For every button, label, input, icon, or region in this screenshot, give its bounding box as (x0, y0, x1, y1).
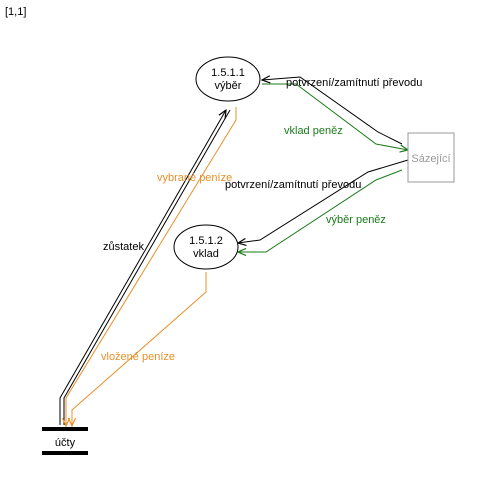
label-vklad-penez: vklad peněz (284, 125, 343, 137)
label-vlozene-penize: vložené peníze (101, 351, 175, 363)
flow-vklad-penez (262, 83, 408, 150)
flow-confirm-to-vklad (238, 159, 409, 243)
label-confirm-to-vyber: potvrzení/zamítnutí převodu (286, 77, 422, 89)
process-vyber-id: 1.5.1.1 (211, 67, 245, 79)
external-entity-box[interactable] (407, 132, 455, 183)
datastore-bottom-bar (42, 451, 88, 455)
datastore-label: účty (55, 437, 76, 449)
flow-vyber-penez (238, 169, 403, 252)
process-vyber-name: výběr (215, 80, 242, 92)
corner-label: [1,1] (5, 6, 26, 18)
process-vklad-id: 1.5.1.2 (189, 235, 223, 247)
process-vklad-name: vklad (193, 248, 219, 260)
flow-zustatek-second (63, 109, 231, 425)
flow-confirm-to-vyber (262, 77, 403, 145)
process-vyber-circle[interactable] (195, 56, 261, 102)
flow-vybrane-penize (66, 107, 237, 426)
label-zustatek: zůstatek (103, 241, 144, 253)
datastore-top-bar (42, 427, 88, 431)
process-vklad-circle[interactable] (173, 224, 239, 270)
external-entity-label: Sázející (411, 153, 450, 165)
flow-vlozene-penize (72, 272, 207, 426)
flow-zustatek (59, 110, 226, 425)
label-confirm-to-vklad: potvrzení/zamítnutí převodu (225, 179, 361, 191)
label-vyber-penez: výběr peněz (326, 214, 386, 226)
label-vybrane-penize: vybrané peníze (157, 172, 232, 184)
